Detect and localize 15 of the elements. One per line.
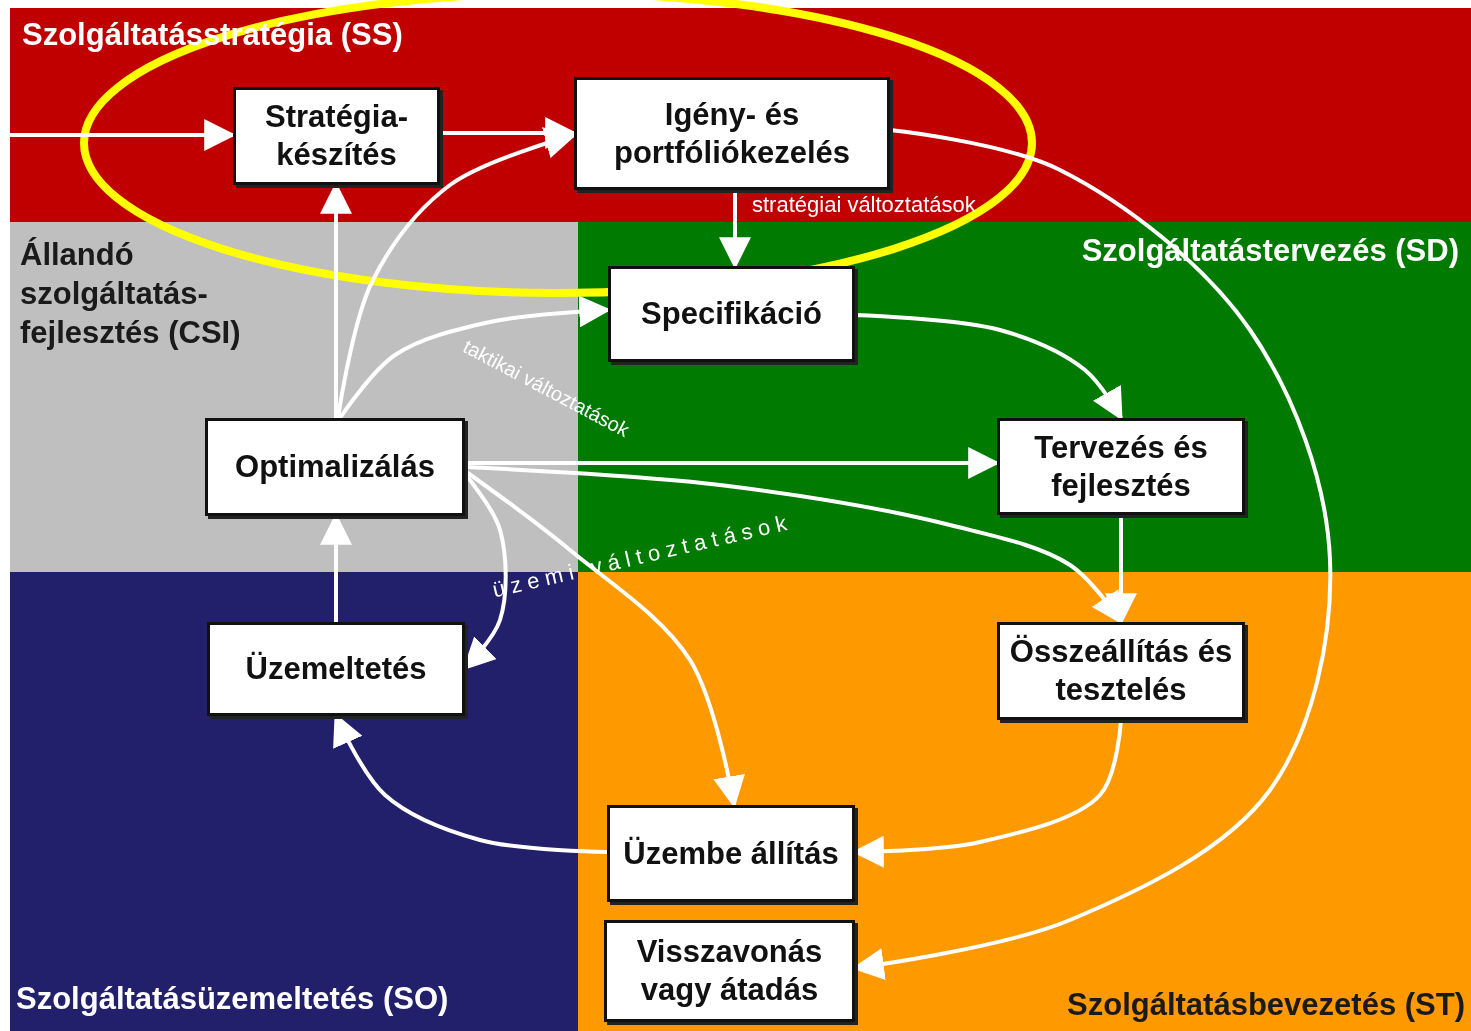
process-box: Visszavonás vagy átadás <box>604 920 855 1022</box>
process-box: Üzemeltetés <box>207 622 465 716</box>
process-box: Üzembe állítás <box>607 805 855 902</box>
process-box: Optimalizálás <box>205 418 465 516</box>
process-box: Összeállítás és tesztelés <box>997 622 1245 720</box>
region-band <box>578 572 1471 1031</box>
process-box: Stratégia- készítés <box>233 87 440 185</box>
process-box: Tervezés és fejlesztés <box>997 418 1245 515</box>
process-box: Specifikáció <box>608 266 855 362</box>
process-box: Igény- és portfóliókezelés <box>574 77 890 190</box>
region-title: Állandó szolgáltatás- fejlesztés (CSI) <box>20 236 242 352</box>
region-title: Szolgáltatásüzemeltetés (SO) <box>16 980 449 1019</box>
region-band <box>10 8 1471 222</box>
edge-label: stratégiai változtatások <box>752 192 976 218</box>
region-title: Szolgáltatásbevezetés (ST) <box>1067 986 1465 1025</box>
